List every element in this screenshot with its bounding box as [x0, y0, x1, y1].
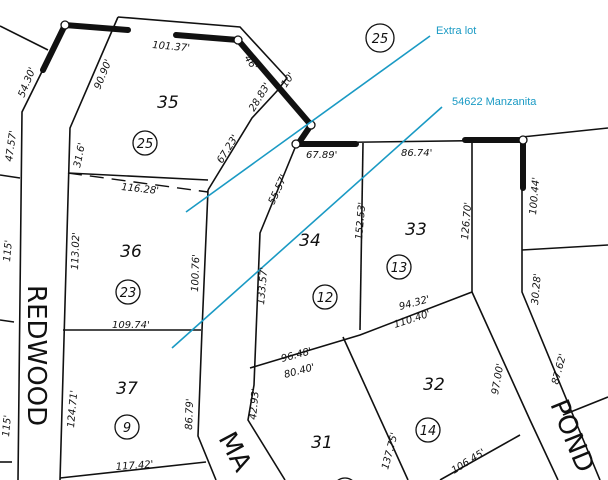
lot-line	[0, 319, 15, 323]
dimension: 42.93'	[248, 388, 262, 420]
annotation-extra-lot: Extra lot	[436, 25, 476, 37]
dimension: 86.74'	[401, 148, 432, 159]
lot-34-33-line	[359, 142, 364, 331]
lot-32-south-line	[439, 434, 521, 480]
thick-boundary	[173, 32, 241, 43]
monument-point	[60, 20, 70, 30]
dimension: 80.40'	[283, 362, 316, 381]
lot-35-36-solid	[67, 172, 209, 181]
dimension: 133.57'	[256, 267, 270, 306]
dimension: 67.23'	[215, 133, 241, 165]
dimension: 46'	[242, 53, 260, 72]
dimension: 96.48'	[280, 346, 313, 365]
block-circle	[386, 254, 412, 280]
dimension: 100.76'	[190, 254, 202, 292]
lot-number: 34	[299, 231, 321, 251]
block-number: 25	[372, 32, 389, 47]
dimension: 54.30'	[17, 66, 39, 99]
dimension: 101.37'	[152, 40, 191, 54]
highlighted-boundaries	[40, 20, 528, 191]
lot-line	[0, 174, 21, 179]
lot-number: 33	[405, 220, 427, 240]
thick-boundary	[235, 37, 359, 147]
monument-point	[233, 35, 243, 45]
dimension: 117.42'	[115, 459, 153, 473]
extra-lot-pointer	[185, 35, 431, 213]
lot-number: 32	[423, 375, 445, 395]
thick-boundary	[462, 137, 526, 191]
dimension: 100.44'	[528, 177, 542, 216]
block-number: 14	[420, 424, 437, 439]
monument-point	[291, 139, 301, 149]
block-number: 23	[120, 286, 137, 301]
manzanita-west-edge	[197, 189, 217, 480]
pond-west-edge	[471, 291, 559, 480]
pond-east-edge	[521, 140, 601, 480]
lot-number: 31	[311, 433, 333, 453]
lot-line	[0, 25, 49, 51]
dimension: 113.02'	[70, 232, 82, 270]
block-number: 12	[317, 291, 334, 306]
thick-boundary	[40, 21, 131, 73]
dimension: 30.28'	[530, 273, 544, 305]
lot-number: 36	[120, 242, 142, 262]
lot-35-boundary	[117, 16, 289, 191]
block-circle	[312, 284, 338, 310]
lot-number: 37	[116, 379, 138, 399]
road-name-redwood: REDWOOD	[21, 285, 51, 426]
dimension: 87.62'	[550, 353, 569, 386]
block-number: 13	[391, 261, 408, 276]
lot-south-line	[249, 291, 473, 369]
dimension: 116.28'	[121, 182, 160, 197]
lot-32-31-line	[342, 336, 409, 480]
lot-line	[562, 396, 608, 416]
redwood-east-edge	[59, 16, 119, 480]
manzanita-pointer	[171, 106, 443, 349]
block-circle	[115, 279, 141, 305]
block-number: 25	[137, 137, 154, 152]
dimension: 115'	[2, 240, 15, 263]
dimension: 109.74'	[112, 320, 150, 331]
dimension: 31.6'	[72, 142, 88, 169]
block-number: 9	[123, 421, 131, 436]
block-circle	[132, 130, 158, 156]
block-circle	[415, 417, 441, 443]
dimension: 86.79'	[184, 398, 196, 430]
lot-37-south-line	[59, 461, 207, 479]
dimension: 55.57'	[267, 173, 290, 206]
dimension: 126.70'	[460, 202, 474, 241]
dimension: 137.75'	[380, 431, 400, 470]
dimension: 110.40'	[393, 309, 432, 331]
dimension: 97.00'	[490, 363, 506, 396]
lot-number: 35	[157, 93, 179, 113]
lot-35-36-line	[67, 172, 209, 193]
dimension: 115'	[1, 415, 14, 438]
dimension: 106.45'	[450, 447, 488, 476]
dimension: 90.90'	[93, 58, 115, 91]
road-name-pond: POND	[544, 395, 600, 476]
dimension: 152.53'	[354, 202, 368, 241]
dimension: 124.71'	[66, 390, 80, 429]
block-circle	[114, 414, 140, 440]
manzanita-east-edge	[247, 142, 298, 480]
annotation-54622-manzanita: 54622 Manzanita	[452, 96, 537, 108]
block-circle	[365, 23, 395, 53]
road-name-manzanita: MA	[212, 427, 257, 477]
dimension: 67.89'	[306, 150, 337, 161]
monument-point	[518, 135, 528, 145]
lot-line	[521, 127, 608, 138]
lot-line	[521, 244, 608, 251]
dimension: 47.57'	[4, 130, 19, 163]
